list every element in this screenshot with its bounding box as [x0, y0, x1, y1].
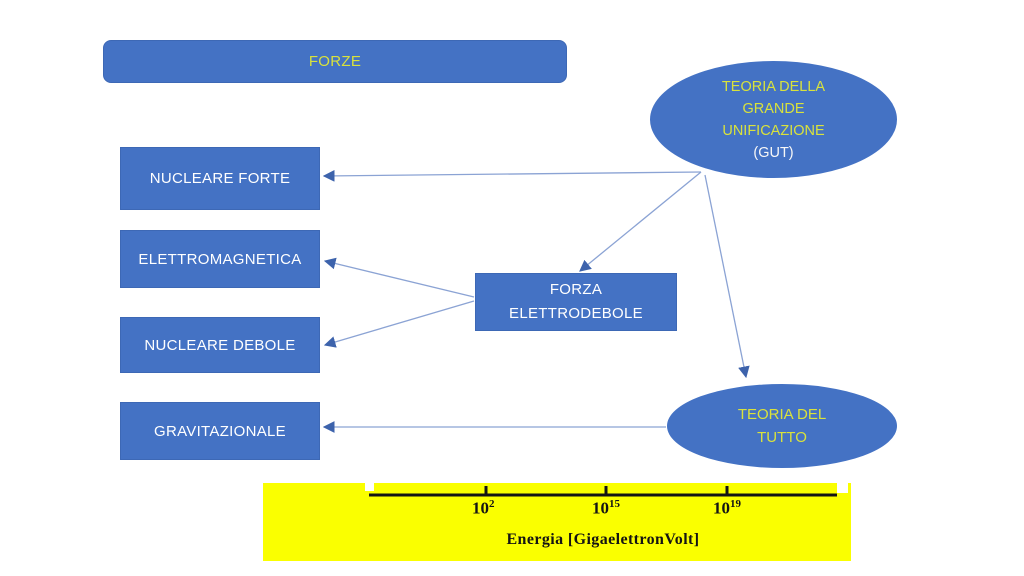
- node-forza-elettrodebole: FORZA ELETTRODEBOLE: [475, 273, 677, 331]
- node-gut-line: GRANDE: [742, 100, 805, 117]
- energy-scale-panel: 102 1015 1019 Energia [GigaelettronVolt]: [263, 483, 851, 561]
- axis-title: Energia [GigaelettronVolt]: [506, 531, 700, 548]
- node-teoria-grande-unificazione: TEORIA DELLA GRANDE UNIFICAZIONE (GUT): [650, 61, 897, 178]
- tick-base: 10: [713, 498, 730, 518]
- arrow-forza-elettrodebole-to-nucleare-debole: [323, 300, 475, 348]
- axis-tick-label: 1019: [713, 499, 741, 517]
- node-forze: FORZE: [103, 40, 567, 83]
- axis-tick-label: 102: [472, 499, 495, 517]
- node-forza-elettrodebole-line: ELETTRODEBOLE: [509, 305, 643, 322]
- node-nucleare-debole: NUCLEARE DEBOLE: [120, 317, 320, 373]
- tick-exponent: 15: [609, 498, 620, 510]
- node-gut-line: UNIFICAZIONE: [722, 122, 825, 139]
- node-nucleare-forte: NUCLEARE FORTE: [120, 147, 320, 210]
- tick-base: 10: [472, 498, 489, 518]
- node-gut-line: (GUT): [753, 144, 794, 161]
- axis-endcap-right: [837, 483, 848, 493]
- node-teoria-del-tutto-line: TUTTO: [757, 429, 807, 446]
- node-forze-label: FORZE: [308, 53, 362, 70]
- node-forza-elettrodebole-line: FORZA: [549, 281, 603, 298]
- tick-exponent: 2: [489, 498, 495, 510]
- axis-endcap-left: [365, 483, 374, 491]
- node-elettromagnetica-label: ELETTROMAGNETICA: [138, 250, 302, 268]
- node-gravitazionale: GRAVITAZIONALE: [120, 402, 320, 460]
- axis-tick-label: 1015: [592, 499, 620, 517]
- arrow-gut-to-teoria-del-tutto: [704, 174, 750, 379]
- node-gravitazionale-label: GRAVITAZIONALE: [153, 422, 286, 440]
- arrow-gut-to-nucleare-forte: [322, 170, 702, 182]
- node-teoria-del-tutto: TEORIA DEL TUTTO: [667, 384, 897, 468]
- node-nucleare-forte-label: NUCLEARE FORTE: [149, 170, 291, 187]
- arrow-forza-elettrodebole-to-elettromagnetica: [323, 257, 475, 298]
- tick-exponent: 19: [730, 498, 741, 510]
- node-nucleare-debole-label: NUCLEARE DEBOLE: [144, 336, 296, 354]
- node-elettromagnetica: ELETTROMAGNETICA: [120, 230, 320, 288]
- arrow-gut-to-forza-elettrodebole: [579, 171, 702, 272]
- node-gut-line: TEORIA DELLA: [721, 78, 826, 95]
- energy-axis-graphic: [365, 483, 848, 497]
- node-teoria-del-tutto-line: TEORIA DEL: [737, 406, 827, 423]
- tick-base: 10: [592, 498, 609, 518]
